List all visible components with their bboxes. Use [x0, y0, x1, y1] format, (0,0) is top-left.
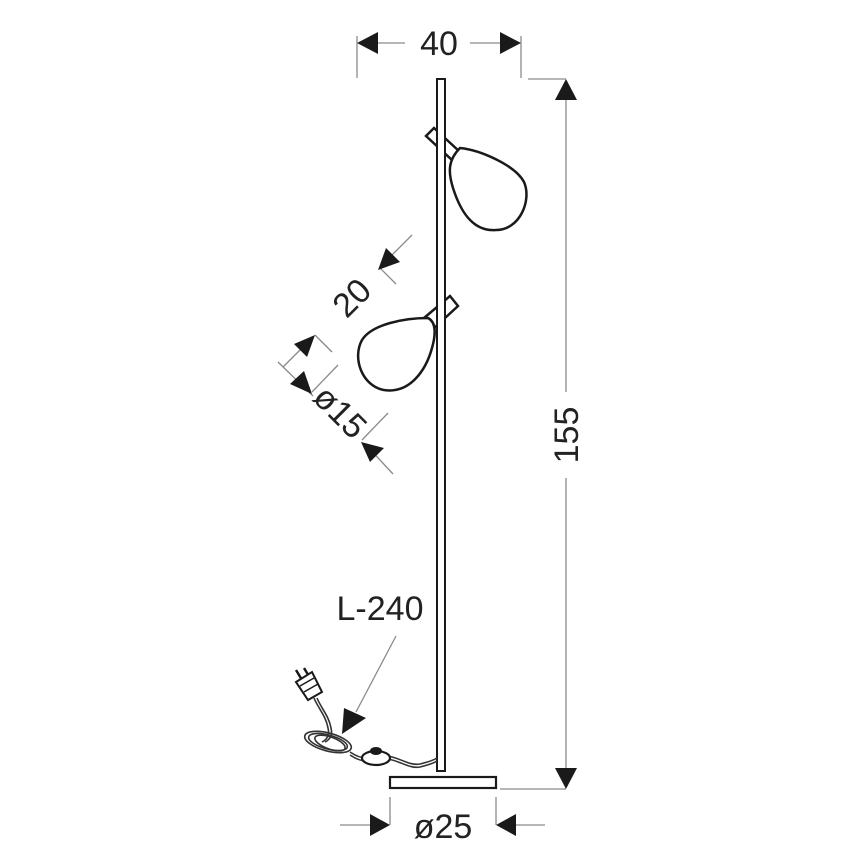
arrow-up-icon [555, 79, 577, 100]
arrow-left-icon [357, 32, 378, 54]
base-diameter-dimension: ø25 [340, 797, 545, 846]
arrow-right-icon [500, 32, 521, 54]
arrow-diagonal-icon [378, 248, 400, 270]
arrow-up-left-icon [361, 442, 384, 462]
cable-length-dimension: L-240 [337, 590, 424, 734]
width-dimension: 40 [356, 25, 522, 78]
width-label: 40 [420, 25, 458, 63]
base-diameter-label: ø25 [414, 808, 473, 846]
height-dimension: 155 [500, 78, 586, 790]
upper-shade [424, 126, 528, 232]
arrow-down-icon [555, 768, 577, 789]
height-label: 155 [548, 407, 586, 464]
arrow-down-left-icon [290, 371, 312, 394]
offset-label: 20 [325, 271, 379, 325]
arrow-down-left-icon [342, 708, 366, 734]
offset-dimension: 20 [325, 234, 413, 325]
pole [436, 78, 446, 772]
lower-shade [356, 290, 460, 392]
cable-length-label: L-240 [337, 590, 424, 628]
base [388, 775, 498, 790]
arrow-left-icon [496, 814, 516, 836]
arrow-right-icon [370, 814, 390, 836]
foot-switch [360, 747, 392, 767]
arrow-up-right-icon [294, 335, 315, 357]
plug [294, 667, 324, 702]
cable [303, 697, 438, 769]
